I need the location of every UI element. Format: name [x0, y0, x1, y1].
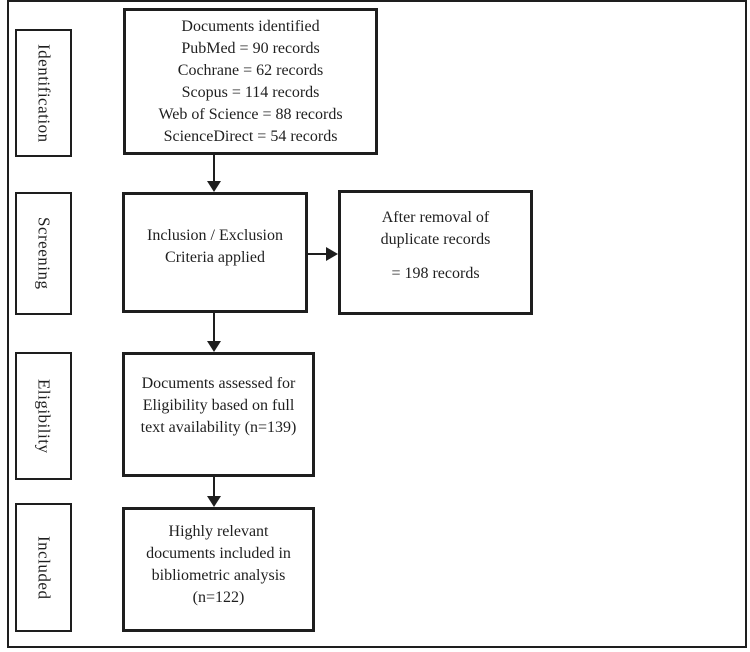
arrow-shaft: [212, 477, 215, 496]
outer-frame: [7, 0, 747, 648]
included-line-3: bibliometric analysis: [151, 567, 286, 584]
identified-cochrane: Cochrane = 62 records: [177, 61, 324, 79]
box-included-documents: Highly relevant documents included in bi…: [122, 507, 315, 632]
stage-box-eligibility: Eligibility: [15, 352, 72, 480]
box-eligibility-assessment: Documents assessed for Eligibility based…: [122, 352, 315, 477]
identified-sciencedirect: ScienceDirect = 54 records: [163, 127, 338, 145]
screening-line-1: Inclusion / Exclusion: [147, 226, 283, 244]
eligibility-line-3: text availability (n=139): [140, 419, 297, 436]
arrow-down-icon: [206, 496, 221, 507]
stage-label-identification: Identification: [34, 43, 54, 143]
arrow-down-icon: [206, 181, 221, 192]
arrow-down-icon: [206, 341, 221, 352]
box-duplicate-removal: After removal of duplicate records = 198…: [338, 190, 533, 315]
arrow-shaft: [212, 155, 215, 181]
duplicates-count: = 198 records: [391, 265, 480, 282]
included-line-2: documents included in: [146, 545, 291, 562]
eligibility-line-2: Eligibility based on full: [142, 397, 295, 414]
included-line-1: Highly relevant: [168, 523, 269, 540]
identified-title: Documents identified: [181, 17, 320, 35]
arrow-right-1: [307, 246, 338, 261]
box-documents-identified: Documents identified PubMed = 90 records…: [123, 8, 378, 155]
identified-scopus: Scopus = 114 records: [181, 83, 320, 101]
stage-label-included: Included: [34, 535, 54, 600]
arrow-down-1: [206, 155, 221, 192]
identified-wos: Web of Science = 88 records: [158, 105, 343, 123]
stage-box-identification: Identification: [15, 29, 72, 157]
stage-label-screening: Screening: [34, 217, 54, 290]
screening-line-2: Criteria applied: [165, 248, 265, 266]
duplicates-line-2: duplicate records: [380, 231, 491, 248]
stage-label-eligibility: Eligibility: [34, 378, 54, 454]
eligibility-line-1: Documents assessed for: [141, 375, 296, 392]
duplicates-line-1: After removal of: [381, 209, 490, 226]
box-inclusion-exclusion: Inclusion / Exclusion Criteria applied: [122, 192, 308, 313]
identified-pubmed: PubMed = 90 records: [181, 39, 320, 57]
included-count: (n=122): [192, 589, 245, 606]
stage-box-included: Included: [15, 503, 72, 632]
arrow-right-icon: [326, 246, 338, 261]
arrow-shaft: [307, 252, 326, 255]
arrow-down-2: [206, 313, 221, 352]
arrow-shaft: [212, 313, 215, 341]
arrow-down-3: [206, 477, 221, 507]
stage-box-screening: Screening: [15, 192, 72, 315]
